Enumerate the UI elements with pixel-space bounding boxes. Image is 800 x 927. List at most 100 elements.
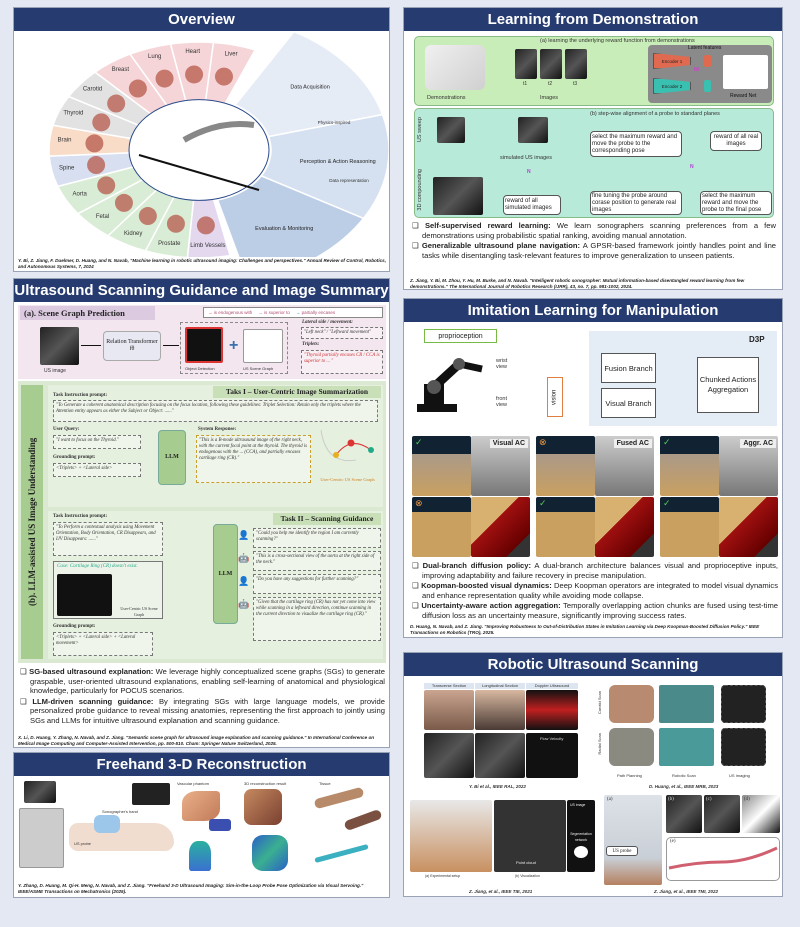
organ-label: Aorta — [73, 192, 88, 198]
task1-graph-label: User-Centric US Scene Graph — [320, 477, 375, 482]
organ-icon — [128, 79, 147, 98]
freehand-label: Vascular phantom — [177, 781, 209, 786]
col-label: Path Planning — [617, 773, 642, 778]
legend-item: → is endogenous with — [208, 310, 253, 315]
photo — [659, 728, 714, 766]
task1-grounding-title: Grounding prompt: — [53, 455, 96, 460]
organ-icon — [155, 69, 174, 88]
bullet-text: Deep Koopman operators are integrated to… — [422, 581, 778, 600]
error-map — [314, 843, 369, 864]
organ-label: Heart — [185, 49, 200, 55]
stage-label: Perception & Action Reasoning — [300, 159, 376, 165]
imitation-panel: Imitation Learning for Manipulation prop… — [403, 298, 783, 638]
task2-case: Case: Cartilage Ring (CR) doesn't exist.… — [53, 561, 163, 619]
caption: Z. Jiang, et al., IEEE TIE, 2021 — [469, 889, 533, 894]
result-column: ✓ Visual AC ⊗ — [412, 436, 530, 558]
scene-graph-title: (a). Scene Graph Prediction — [20, 306, 155, 320]
imitation-title: Imitation Learning for Manipulation — [404, 299, 782, 322]
col-label: Longitudinal Section — [475, 683, 525, 689]
flow-label: Flow Velocity — [540, 736, 564, 741]
probe-render — [742, 795, 780, 833]
overview-figure: Limb VesselsProstateKidneyFetalAortaSpin… — [48, 32, 389, 257]
d3p-region: D3P Fusion Branch Visual Branch Chunked … — [589, 331, 777, 426]
task1-title: Taks I – User-Centric Image Summarizatio… — [213, 386, 381, 398]
organ-icon — [196, 216, 215, 235]
demonstration-image — [425, 45, 485, 90]
bullet-title: Koopman-boosted visual dynamics: — [421, 581, 552, 591]
camera-frame: Fused AC — [595, 436, 654, 496]
bone-model — [343, 808, 383, 832]
stage-sector — [216, 175, 365, 257]
bullet-text: We leverage highly conceptualized scene … — [30, 667, 386, 696]
proprioception-box: proprioception — [424, 329, 497, 343]
vascular-model — [182, 791, 220, 821]
user-question: "Do you have any suggestions for further… — [238, 574, 381, 594]
us-frame — [540, 49, 562, 79]
probe-photo — [604, 795, 662, 885]
panel-label: (b) — [668, 797, 674, 802]
organ-label: Liver — [225, 52, 238, 58]
us-image — [424, 733, 474, 778]
stage-label: Data Acquisition — [290, 85, 329, 91]
us-image — [475, 733, 525, 778]
visual-branch: Visual Branch — [601, 388, 656, 418]
volume — [721, 728, 766, 766]
bullet: ❑ SG-based ultrasound explanation: We le… — [20, 667, 386, 696]
stage-sector — [260, 113, 389, 220]
organ-model — [244, 789, 282, 825]
figure-bi: Transverse Section Longitudinal Section … — [422, 683, 582, 783]
part-a-title: (a) learning the underlying reward funct… — [540, 38, 695, 44]
data-rep-label: Data representation — [329, 178, 369, 183]
reward-network: Latent features Encoder 1 Encoder 2 MI R… — [648, 45, 772, 103]
imitation-citation: D. Huang, N. Navab, and Z. Jiang. "Impro… — [410, 624, 760, 635]
lateral-text: "Left neck" / "Leftward movement" — [301, 327, 383, 339]
bullet-title: SG-based ultrasound explanation: — [29, 667, 154, 676]
robot-response: "This is a cross-sectional view of the a… — [238, 551, 381, 571]
fusion-branch: Fusion Branch — [601, 353, 656, 383]
camera-frame — [595, 497, 654, 557]
aggregation-box: Chunked Actions Aggregation — [697, 357, 759, 413]
sim-frame: ✓ — [412, 436, 471, 496]
col-label: Robotic Scan — [672, 773, 696, 778]
robot-icon: 🤖 — [238, 553, 250, 563]
organ-icon — [107, 94, 126, 113]
dialog-list: "Could you help me identify the region I… — [238, 528, 381, 644]
lfd-title: Learning from Demonstration — [404, 8, 782, 31]
us-machine-screen — [24, 781, 56, 803]
us-image — [704, 795, 740, 833]
hand-image — [94, 815, 120, 833]
organ-icon — [166, 214, 185, 233]
setup-photo — [410, 800, 492, 872]
robotic-title: Robotic Ultrasound Scanning — [404, 653, 782, 676]
arm-image — [69, 823, 174, 851]
bullet: ❑ Koopman-boosted visual dynamics: Deep … — [412, 581, 778, 600]
bullet: ❑ Dual-branch diffusion policy: A dual-b… — [412, 561, 778, 580]
mi-label: MI — [694, 67, 700, 73]
case-graph-label: User-Centric US Scene Graph — [120, 606, 158, 617]
fail-icon: ⊗ — [415, 498, 423, 508]
setup-label: (a) Experimental setup — [425, 874, 461, 878]
freehand-label: US probe — [74, 841, 91, 846]
demonstrations-label: Demonstrations — [427, 95, 466, 101]
n-label: N — [690, 164, 694, 170]
figure-huang: Carotid Scan Radial Scan Path Planning R… — [597, 683, 777, 783]
point-cloud-label: Point cloud — [516, 860, 536, 865]
us-frame — [565, 49, 587, 79]
stage-label: Evaluation & Monitoring — [255, 226, 313, 232]
caption: D. Huang, et al., IEEE MRB, 2023 — [649, 784, 719, 789]
case-us-image — [57, 574, 112, 616]
error-map — [252, 835, 288, 871]
arrow — [81, 345, 101, 346]
latent-2 — [704, 80, 711, 92]
task1-llm: LLM — [158, 430, 186, 485]
photo — [659, 685, 714, 723]
llm-section: (b). LLM-assisted US Image Understanding… — [18, 381, 386, 663]
trajectory-plot — [666, 837, 780, 881]
freehand-label: Sonographer's hand — [102, 809, 138, 814]
photo — [424, 690, 474, 730]
organ-icon — [87, 156, 106, 175]
freehand-panel: Freehand 3-D Reconstruction US probe Son… — [13, 752, 390, 898]
organ-icon — [185, 65, 204, 84]
organ-label: Brain — [58, 138, 72, 144]
encoder-1: Encoder 1 — [653, 53, 691, 69]
